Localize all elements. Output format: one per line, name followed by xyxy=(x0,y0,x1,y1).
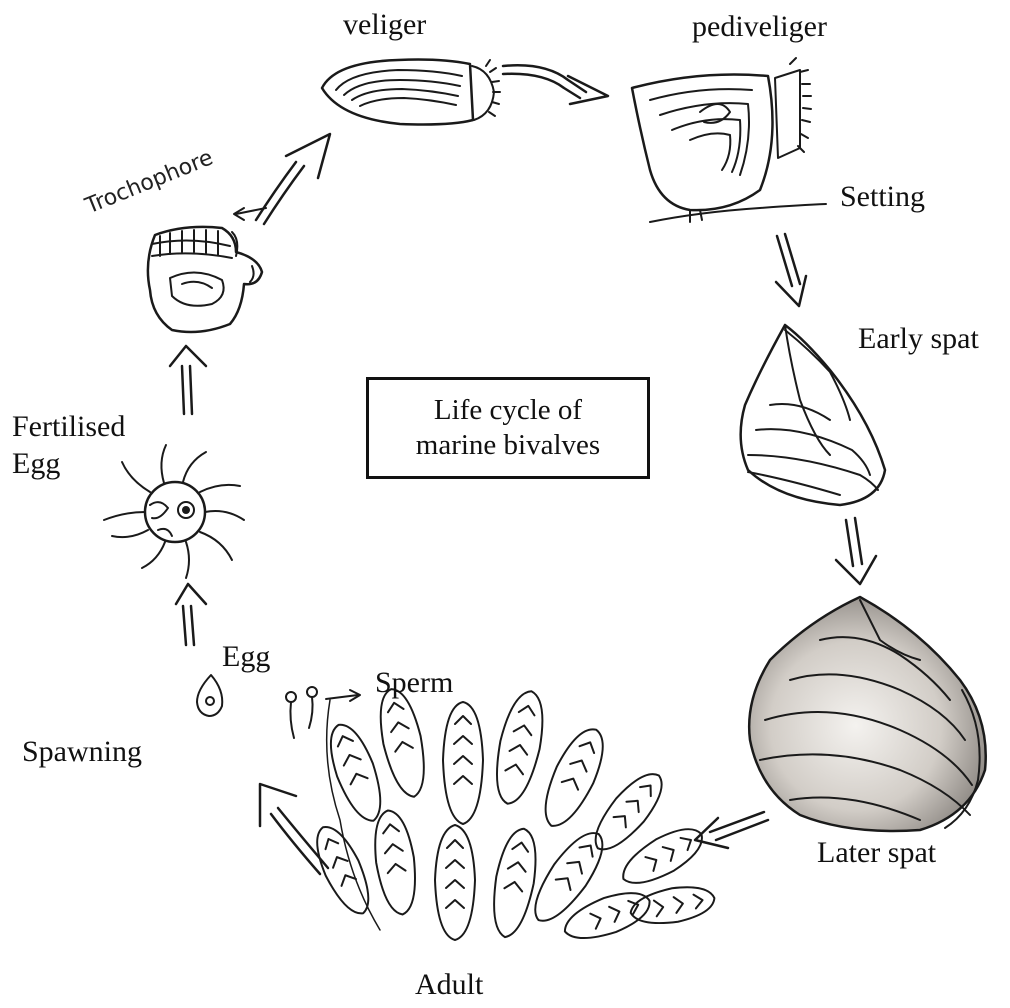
adult-label: Adult xyxy=(415,968,483,1003)
sperm-cells xyxy=(286,687,317,738)
diagram-title-line2: marine bivalves xyxy=(416,428,600,463)
pediveliger-label: pediveliger xyxy=(692,10,827,45)
adult-mussel-cluster xyxy=(307,685,718,948)
fertilised-egg-label-line2: Egg xyxy=(12,447,60,482)
arrow-fertilised-to-trochophore xyxy=(170,346,206,414)
spawning-label: Spawning xyxy=(22,735,142,770)
later-spat-label: Later spat xyxy=(817,836,936,871)
egg-cell xyxy=(197,675,222,716)
early-spat-label: Early spat xyxy=(858,322,979,357)
sperm-label: Sperm xyxy=(375,666,453,701)
arrow-setting-to-early-spat xyxy=(776,234,806,306)
arrow-trochophore-to-veliger xyxy=(256,134,330,224)
arrow-egg-to-fertilised xyxy=(176,584,206,645)
veliger-label: veliger xyxy=(343,8,426,43)
arrow-to-sperm-label xyxy=(326,690,360,701)
trochophore-larva xyxy=(148,227,262,332)
egg-label: Egg xyxy=(222,640,270,675)
veliger-larva xyxy=(322,60,500,125)
arrow-later-spat-to-adult xyxy=(695,812,768,848)
later-spat-shell xyxy=(749,597,986,831)
arrow-veliger-to-pediveliger xyxy=(503,65,608,104)
fertilised-egg xyxy=(104,445,244,578)
arrow-early-to-later-spat xyxy=(836,518,876,584)
diagram-title-box: Life cycle of marine bivalves xyxy=(366,377,650,479)
diagram-title-line1: Life cycle of xyxy=(434,393,582,428)
arrow-adult-to-spawning xyxy=(260,784,328,874)
fertilised-egg-label-line1: Fertilised xyxy=(12,410,125,445)
pediveliger-larva xyxy=(632,58,826,222)
setting-label: Setting xyxy=(840,180,925,215)
